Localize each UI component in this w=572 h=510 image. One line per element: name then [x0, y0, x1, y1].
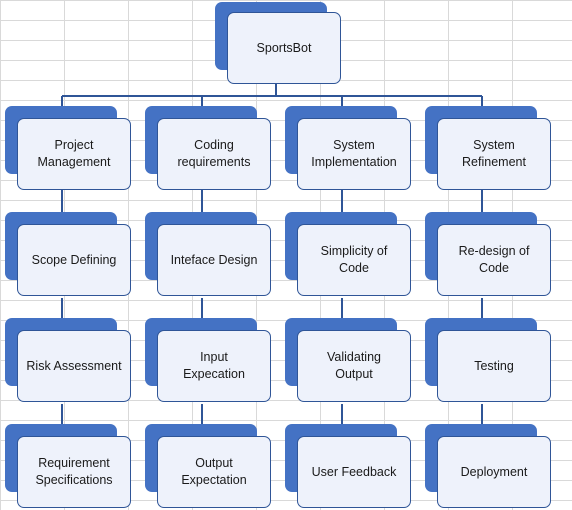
header-coding-requirements: Coding requirements	[145, 106, 273, 192]
root-label: SportsBot	[227, 12, 341, 84]
header-label: Coding requirements	[157, 118, 271, 190]
node-label: Inteface Design	[157, 224, 271, 296]
node-label: Output Expectation	[157, 436, 271, 508]
node-input-expecation: Input Expecation	[145, 318, 273, 404]
node-label: Testing	[437, 330, 551, 402]
node-testing: Testing	[425, 318, 553, 404]
node-simplicity-of-code: Simplicity of Code	[285, 212, 413, 298]
node-risk-assessment: Risk Assessment	[5, 318, 133, 404]
node-label: Scope Defining	[17, 224, 131, 296]
header-project-management: Project Management	[5, 106, 133, 192]
node-label: Input Expecation	[157, 330, 271, 402]
node-label: Deployment	[437, 436, 551, 508]
header-system-implementation: System Implementation	[285, 106, 413, 192]
node-output-expectation: Output Expectation	[145, 424, 273, 510]
node-label: Re-design of Code	[437, 224, 551, 296]
header-label: System Implementation	[297, 118, 411, 190]
node-label: Risk Assessment	[17, 330, 131, 402]
node-validating-output: Validating Output	[285, 318, 413, 404]
node-scope-defining: Scope Defining	[5, 212, 133, 298]
node-label: Simplicity of Code	[297, 224, 411, 296]
header-system-refinement: System Refinement	[425, 106, 553, 192]
node-re-design-of-code: Re-design of Code	[425, 212, 553, 298]
node-label: User Feedback	[297, 436, 411, 508]
node-deployment: Deployment	[425, 424, 553, 510]
node-label: Requirement Specifications	[17, 436, 131, 508]
header-label: System Refinement	[437, 118, 551, 190]
node-inteface-design: Inteface Design	[145, 212, 273, 298]
root-node: SportsBot	[215, 2, 343, 86]
node-user-feedback: User Feedback	[285, 424, 413, 510]
node-requirement-specifications: Requirement Specifications	[5, 424, 133, 510]
header-label: Project Management	[17, 118, 131, 190]
node-label: Validating Output	[297, 330, 411, 402]
